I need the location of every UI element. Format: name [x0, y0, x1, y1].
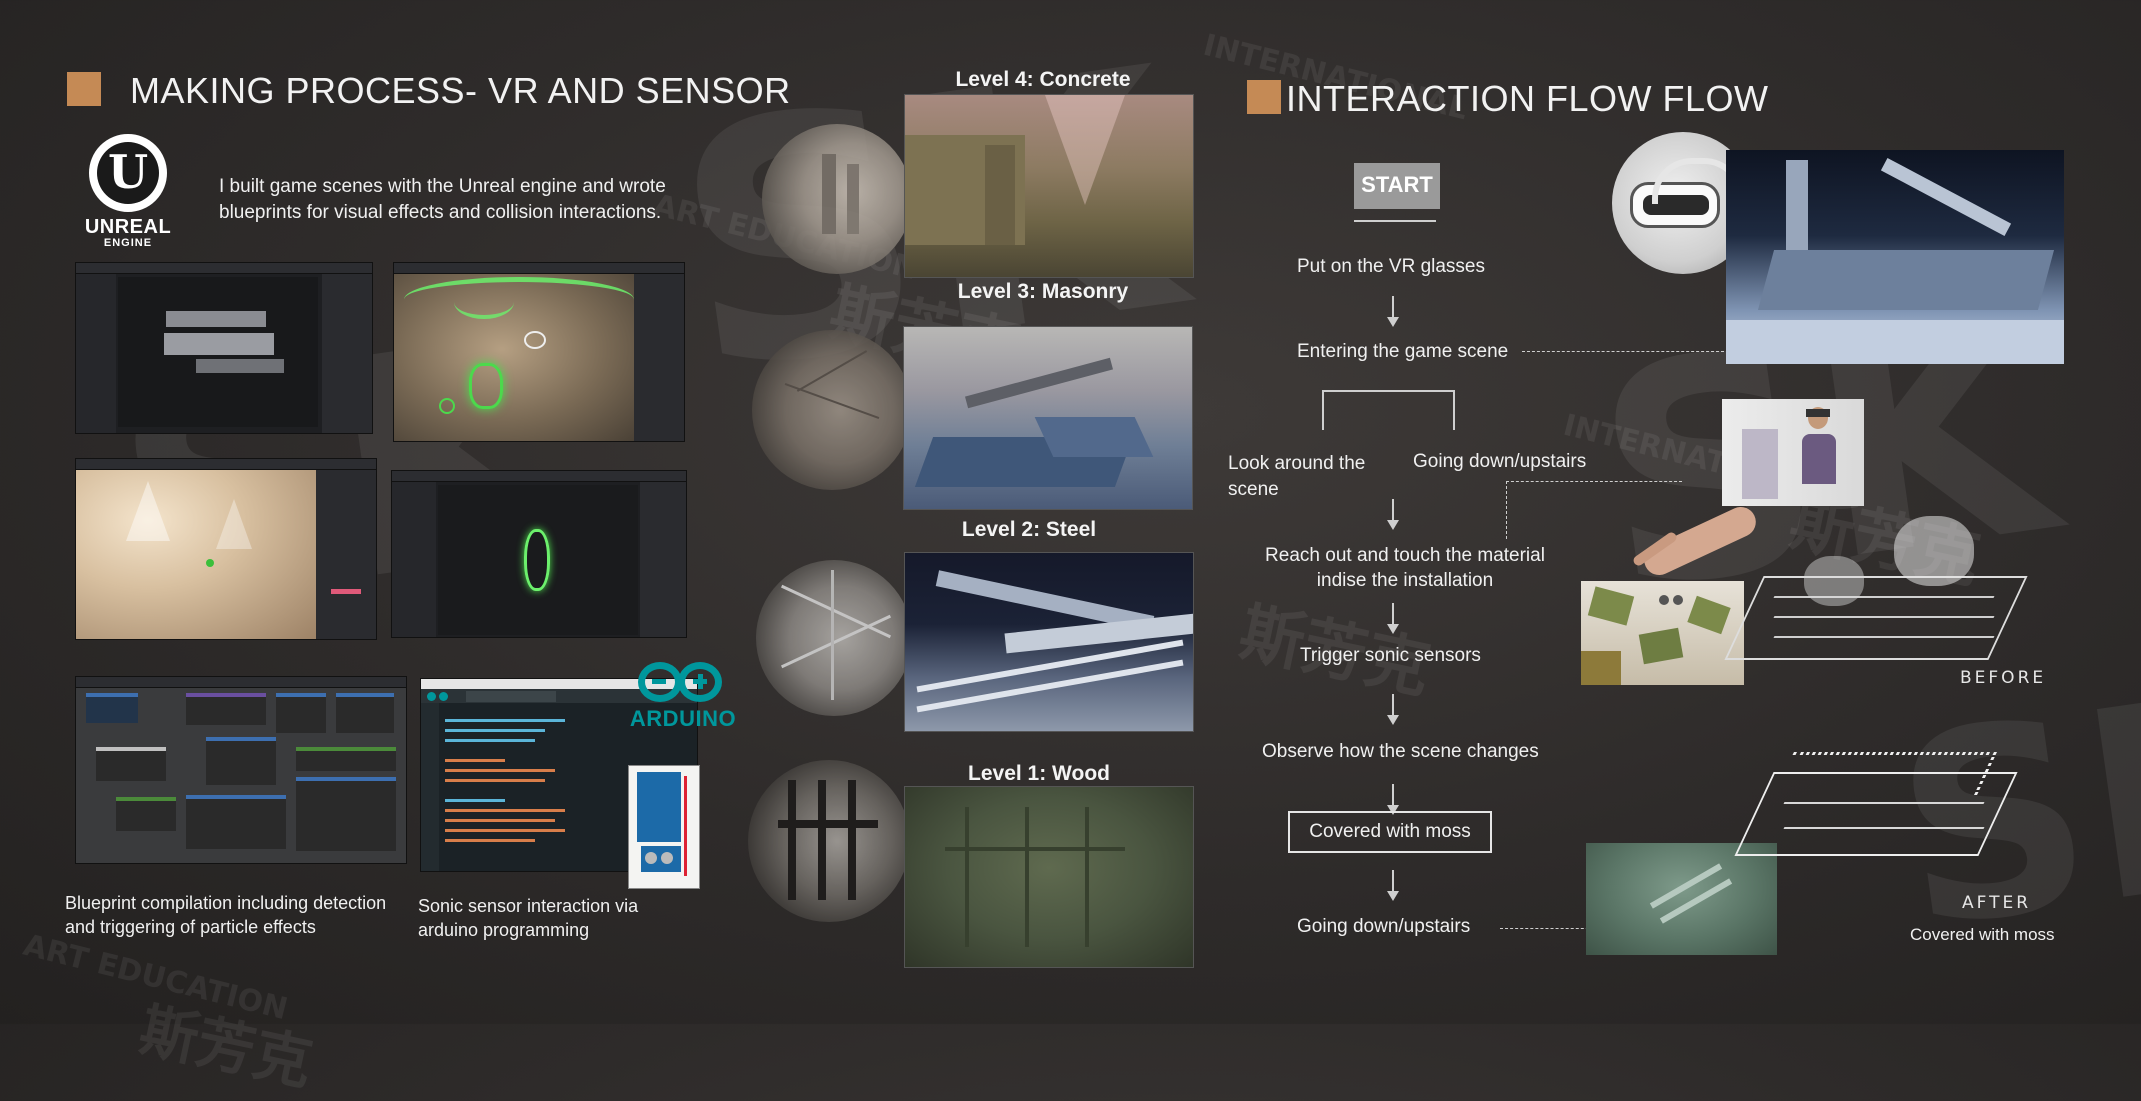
flow-step-covered-moss: Covered with moss [1309, 821, 1471, 842]
flow-step-enter-scene: Entering the game scene [1297, 341, 1509, 362]
after-sketch [1734, 742, 2020, 892]
ue-screenshot-light-scene [75, 458, 377, 640]
intro-paragraph: I built game scenes with the Unreal engi… [219, 176, 666, 223]
ue-screenshot-particle-scene [393, 262, 685, 442]
material-circle-masonry [752, 330, 912, 490]
branch-connector-left [1322, 390, 1324, 430]
start-box [1354, 163, 1440, 209]
blueprint-graph-screenshot [75, 676, 407, 864]
branch-connector-right [1453, 390, 1455, 430]
watermark-chinese-4: 斯芳克 [133, 995, 319, 1099]
flow-step-vr-glasses: Put on the VR glasses [1297, 256, 1485, 277]
section-title-interaction-flow: INTERACTION FLOW FLOW [1286, 78, 1769, 119]
flow-step-trigger-sensors: Trigger sonic sensors [1300, 645, 1481, 666]
flow-arrow-1 [1387, 296, 1399, 327]
unreal-logo-glyph: U [107, 145, 149, 199]
accent-square [67, 72, 101, 106]
flow-step-going-stairs-final: Going down/upstairs [1297, 916, 1471, 937]
caption-blueprint: Blueprint compilation including detectio… [65, 893, 387, 937]
unreal-engine-logo: U UNREAL ENGINE [76, 134, 186, 249]
connector-final-to-photo [1500, 928, 1604, 929]
arduino-infinity-icon [638, 662, 728, 702]
person-vr-photo [1722, 399, 1864, 506]
flow-branch-going-stairs: Going down/upstairs [1413, 451, 1587, 472]
level-4-concrete-render [904, 94, 1194, 278]
watermark-text-4: ART EDUCATION [19, 927, 291, 1028]
arduino-wordmark: ARDUINO [629, 706, 737, 731]
start-label: START [1361, 172, 1433, 197]
game-scene-render [1726, 150, 2064, 364]
flow-arrow-3 [1387, 603, 1399, 634]
ue-screenshot-niagara [391, 470, 687, 638]
moss-scene-render [1586, 843, 1777, 955]
accent-square-right [1247, 80, 1281, 114]
flow-step-reach-touch-1: Reach out and touch the material [1265, 545, 1545, 566]
before-label: BEFORE [1960, 668, 2047, 688]
level-2-steel-render [904, 552, 1194, 732]
start-underline [1354, 220, 1436, 222]
after-label: AFTER [1962, 893, 2032, 913]
level-3-title: Level 3: Masonry [957, 280, 1129, 303]
section-title-making-process: MAKING PROCESS- VR AND SENSOR [130, 70, 791, 111]
material-circle-wood [748, 760, 910, 922]
unreal-logo-icon: U [89, 134, 167, 212]
unreal-logo-subword: ENGINE [103, 237, 153, 249]
installation-moss-photo [1581, 581, 1744, 685]
before-sketch [1724, 516, 2028, 696]
caption-sonic-sensor: Sonic sensor interaction via arduino pro… [418, 896, 639, 940]
branch-connector-top [1322, 390, 1454, 392]
level-4-title: Level 4: Concrete [955, 68, 1131, 91]
connector-stairs-vertical [1506, 481, 1507, 539]
material-circle-steel [756, 560, 912, 716]
material-circle-concrete [762, 124, 912, 274]
unreal-logo-word: UNREAL [84, 216, 172, 238]
connector-stairs-to-photo [1506, 481, 1682, 482]
level-1-wood-render [904, 786, 1194, 968]
after-caption: Covered with moss [1910, 925, 2055, 944]
flow-step-reach-touch-2: indise the installation [1316, 570, 1494, 591]
ue-screenshot-blueprint-editor [75, 262, 373, 434]
connector-enter-scene-to-photo [1522, 351, 1724, 352]
flow-arrow-6 [1387, 870, 1399, 901]
flow-branch-look-around: Look around the scene [1228, 453, 1366, 500]
flow-moss-box [1288, 811, 1492, 853]
flow-arrow-2 [1387, 499, 1399, 530]
level-3-masonry-render [903, 326, 1193, 510]
flow-arrow-5 [1387, 784, 1399, 815]
arduino-logo: ARDUINO [628, 660, 738, 740]
arduino-board-photo [628, 765, 700, 889]
level-2-title: Level 2: Steel [961, 518, 1097, 541]
flow-step-observe-changes: Observe how the scene changes [1262, 741, 1539, 762]
flow-arrow-4 [1387, 694, 1399, 725]
level-1-title: Level 1: Wood [968, 762, 1110, 785]
